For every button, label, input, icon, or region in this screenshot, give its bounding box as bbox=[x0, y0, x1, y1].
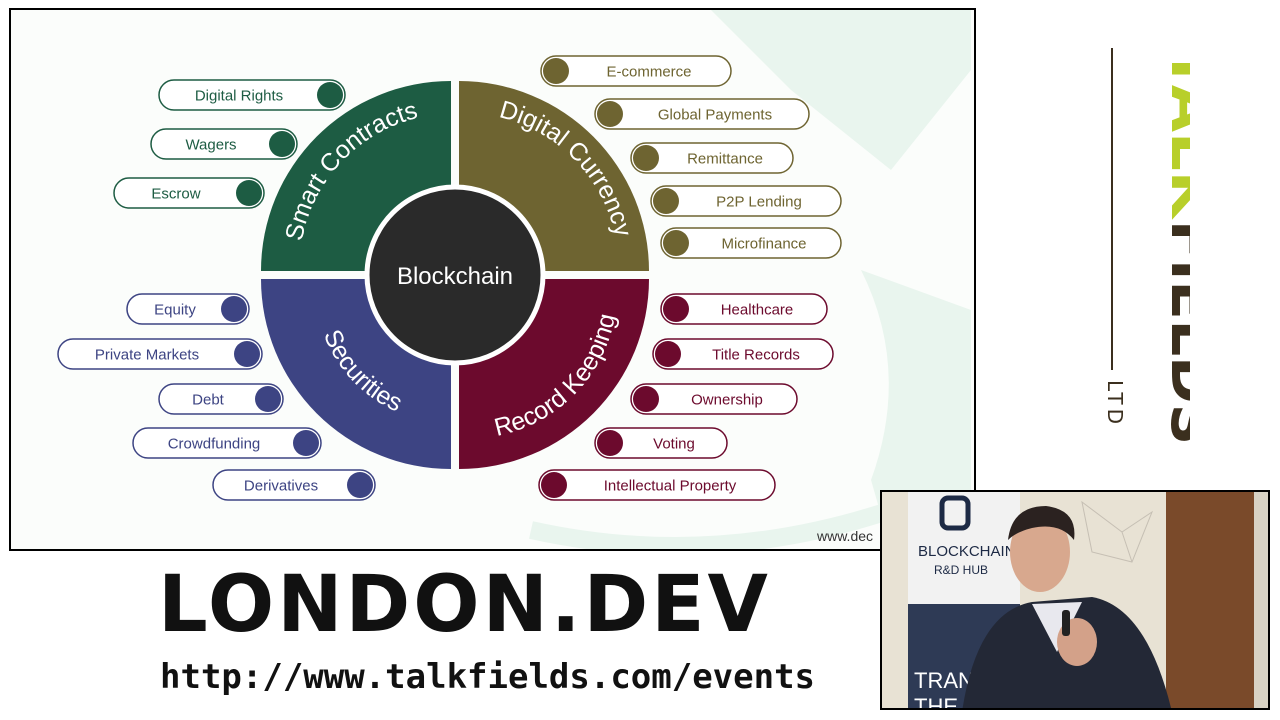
microphone bbox=[1062, 610, 1070, 636]
item-label: Microfinance bbox=[721, 236, 806, 253]
item-pill bbox=[660, 227, 842, 259]
door bbox=[1166, 492, 1256, 708]
center-label: Blockchain bbox=[397, 263, 513, 290]
item-microfinance: Microfinance bbox=[660, 227, 842, 259]
item-pill bbox=[158, 79, 346, 111]
item-dot bbox=[663, 296, 689, 322]
item-private-markets: Private Markets bbox=[57, 338, 263, 370]
item-pill bbox=[150, 128, 298, 160]
item-label: Intellectual Property bbox=[604, 478, 737, 495]
item-label: Private Markets bbox=[95, 347, 199, 364]
banner-subtitle: R&D HUB bbox=[934, 563, 988, 577]
item-dot bbox=[597, 101, 623, 127]
item-label: Equity bbox=[154, 302, 196, 319]
item-remittance: Remittance bbox=[630, 142, 794, 174]
item-crowdfunding: Crowdfunding bbox=[132, 427, 322, 459]
item-label: Ownership bbox=[691, 392, 763, 409]
item-wagers: Wagers bbox=[150, 128, 298, 160]
item-dot bbox=[317, 82, 343, 108]
item-ownership: Ownership bbox=[630, 383, 798, 415]
item-derivatives: Derivatives bbox=[212, 469, 376, 501]
item-pill bbox=[630, 142, 794, 174]
slide: Smart Contracts Digital Currency Securit… bbox=[9, 8, 976, 551]
footer-url: www.dec bbox=[816, 528, 873, 544]
item-pill bbox=[212, 469, 376, 501]
blockchain-diagram: Smart Contracts Digital Currency Securit… bbox=[57, 10, 971, 549]
speaker bbox=[962, 506, 1171, 708]
item-digital-rights: Digital Rights bbox=[158, 79, 346, 111]
item-dot bbox=[234, 341, 260, 367]
center-circle bbox=[364, 184, 546, 366]
webcam-feed: BLOCKCHAIN R&D HUB TRAN THE bbox=[880, 490, 1270, 710]
item-pill bbox=[57, 338, 263, 370]
item-voting: Voting bbox=[594, 427, 728, 459]
logo-ltd: LTD bbox=[1103, 380, 1127, 428]
item-pill bbox=[158, 383, 284, 415]
item-debt: Debt bbox=[158, 383, 284, 415]
item-dot bbox=[543, 58, 569, 84]
item-pill bbox=[132, 427, 322, 459]
item-pill bbox=[650, 185, 842, 217]
item-dot bbox=[236, 180, 262, 206]
event-title: LONDON.DEV bbox=[158, 560, 771, 650]
item-label: Derivatives bbox=[244, 478, 318, 495]
item-pill bbox=[540, 55, 732, 87]
item-e-commerce: E-commerce bbox=[540, 55, 732, 87]
item-pill bbox=[652, 338, 834, 370]
item-pill bbox=[126, 293, 250, 325]
item-dot bbox=[541, 472, 567, 498]
item-dot bbox=[633, 145, 659, 171]
item-dot bbox=[653, 188, 679, 214]
logo-talk: TALK bbox=[1158, 48, 1190, 221]
logo-fields: FIELDS bbox=[1158, 220, 1190, 445]
item-pill bbox=[594, 98, 810, 130]
banner-logo-icon bbox=[939, 495, 971, 531]
item-label: Voting bbox=[653, 436, 695, 453]
item-dot bbox=[663, 230, 689, 256]
item-dot bbox=[221, 296, 247, 322]
item-title-records: Title Records bbox=[652, 338, 834, 370]
item-dot bbox=[255, 386, 281, 412]
item-p2p-lending: P2P Lending bbox=[650, 185, 842, 217]
item-equity: Equity bbox=[126, 293, 250, 325]
item-global-payments: Global Payments bbox=[594, 98, 810, 130]
talkfields-logo: TALK FIELDS LTD bbox=[1100, 40, 1223, 450]
item-dot bbox=[633, 386, 659, 412]
banner-partial-2: THE bbox=[914, 694, 958, 710]
item-label: E-commerce bbox=[606, 64, 691, 81]
banner-partial-1: TRAN bbox=[914, 668, 974, 693]
item-pill bbox=[538, 469, 776, 501]
item-label: Digital Rights bbox=[195, 88, 283, 105]
item-label: Global Payments bbox=[658, 107, 772, 124]
item-dot bbox=[269, 131, 295, 157]
item-label: Remittance bbox=[687, 151, 763, 168]
item-pill bbox=[660, 293, 828, 325]
item-healthcare: Healthcare bbox=[660, 293, 828, 325]
item-dot bbox=[597, 430, 623, 456]
item-label: Title Records bbox=[712, 347, 800, 364]
item-dot bbox=[655, 341, 681, 367]
item-pill bbox=[630, 383, 798, 415]
item-label: P2P Lending bbox=[716, 194, 802, 211]
background-watermark bbox=[529, 10, 971, 549]
item-pill bbox=[594, 427, 728, 459]
item-label: Healthcare bbox=[721, 302, 794, 319]
item-label: Escrow bbox=[151, 186, 200, 203]
item-dot bbox=[347, 472, 373, 498]
item-intellectual-property: Intellectual Property bbox=[538, 469, 776, 501]
event-url[interactable]: http://www.talkfields.com/events bbox=[160, 657, 816, 697]
item-label: Debt bbox=[192, 392, 225, 409]
item-pill bbox=[113, 177, 265, 209]
banner-title: BLOCKCHAIN bbox=[918, 543, 1016, 560]
item-label: Crowdfunding bbox=[168, 436, 261, 453]
item-label: Wagers bbox=[185, 137, 236, 154]
item-escrow: Escrow bbox=[113, 177, 265, 209]
item-dot bbox=[293, 430, 319, 456]
